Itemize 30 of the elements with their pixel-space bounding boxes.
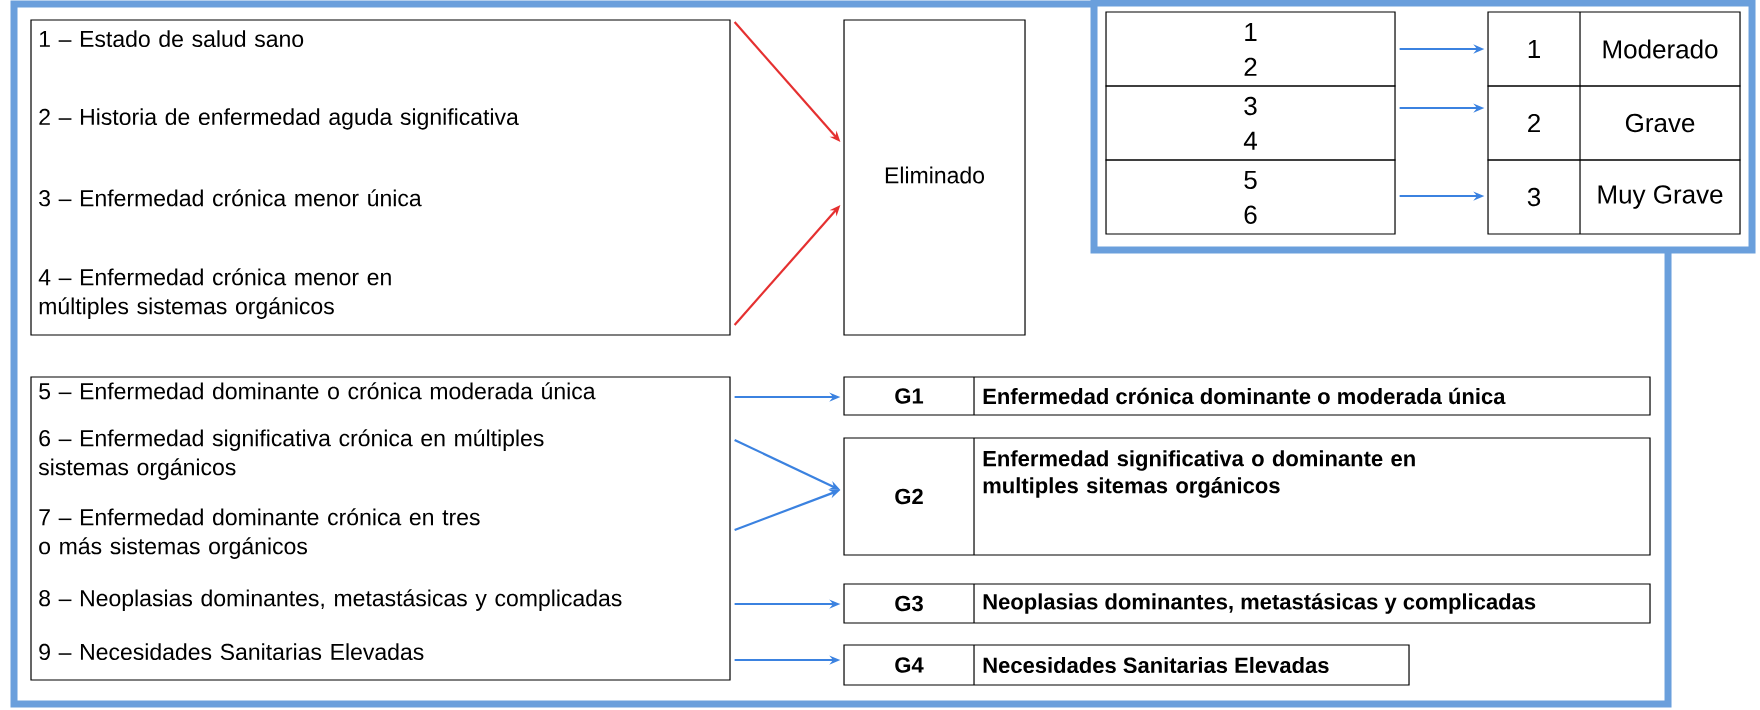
cell-number: 1 <box>1245 23 1257 41</box>
list-item: 8 – Neoplasias dominantes, metastásicas y complicadas <box>39 589 622 611</box>
cell-number: 2 <box>1244 57 1257 76</box>
cell-number: 5 <box>1244 170 1257 190</box>
group-name: Necesidades Sanitarias Elevadas <box>983 656 1329 674</box>
group-name: Enfermedad crónica dominante o moderada única <box>983 387 1506 405</box>
group-name: Enfermedad significativa o dominante en multiples sitemas orgánicos <box>983 450 1415 498</box>
severity-label: Muy Grave <box>1598 185 1723 209</box>
list-item: 3 – Enfermedad crónica menor única <box>39 189 422 207</box>
group-name: Neoplasias dominantes, metastásicas y complicadas <box>983 593 1536 614</box>
group-code: G4 <box>895 657 924 673</box>
group-code: G2 <box>895 488 923 505</box>
cell-number: 3 <box>1244 96 1257 116</box>
cell-number: 2 <box>1528 113 1540 133</box>
group-code: G3 <box>895 595 923 612</box>
list-item: 9 – Necesidades Sanitarias Elevadas <box>39 643 424 661</box>
cell-number: 1 <box>1528 40 1540 58</box>
severity-label: Moderado <box>1603 39 1718 59</box>
cell-number: 6 <box>1244 205 1257 224</box>
list-item: 4 – Enfermedad crónica menor en múltiples sistemas orgánicos <box>38 268 391 319</box>
cell-number: 4 <box>1243 131 1257 150</box>
list-item: 5 – Enfermedad dominante o crónica moderada única <box>39 382 596 400</box>
result-label: Eliminado <box>885 166 984 184</box>
group-code: G1 <box>895 388 924 404</box>
cell-number: 3 <box>1527 187 1541 207</box>
list-item: 6 – Enfermedad significativa crónica en múltiples sistemas orgánicos <box>38 429 544 480</box>
list-item: 2 – Historia de enfermedad aguda significativa <box>39 108 519 130</box>
list-item: 1 – Estado de salud sano <box>39 30 304 48</box>
list-item: 7 – Enfermedad dominante crónica en tres o más sistemas orgánicos <box>39 508 480 559</box>
severity-label: Grave <box>1625 113 1695 133</box>
